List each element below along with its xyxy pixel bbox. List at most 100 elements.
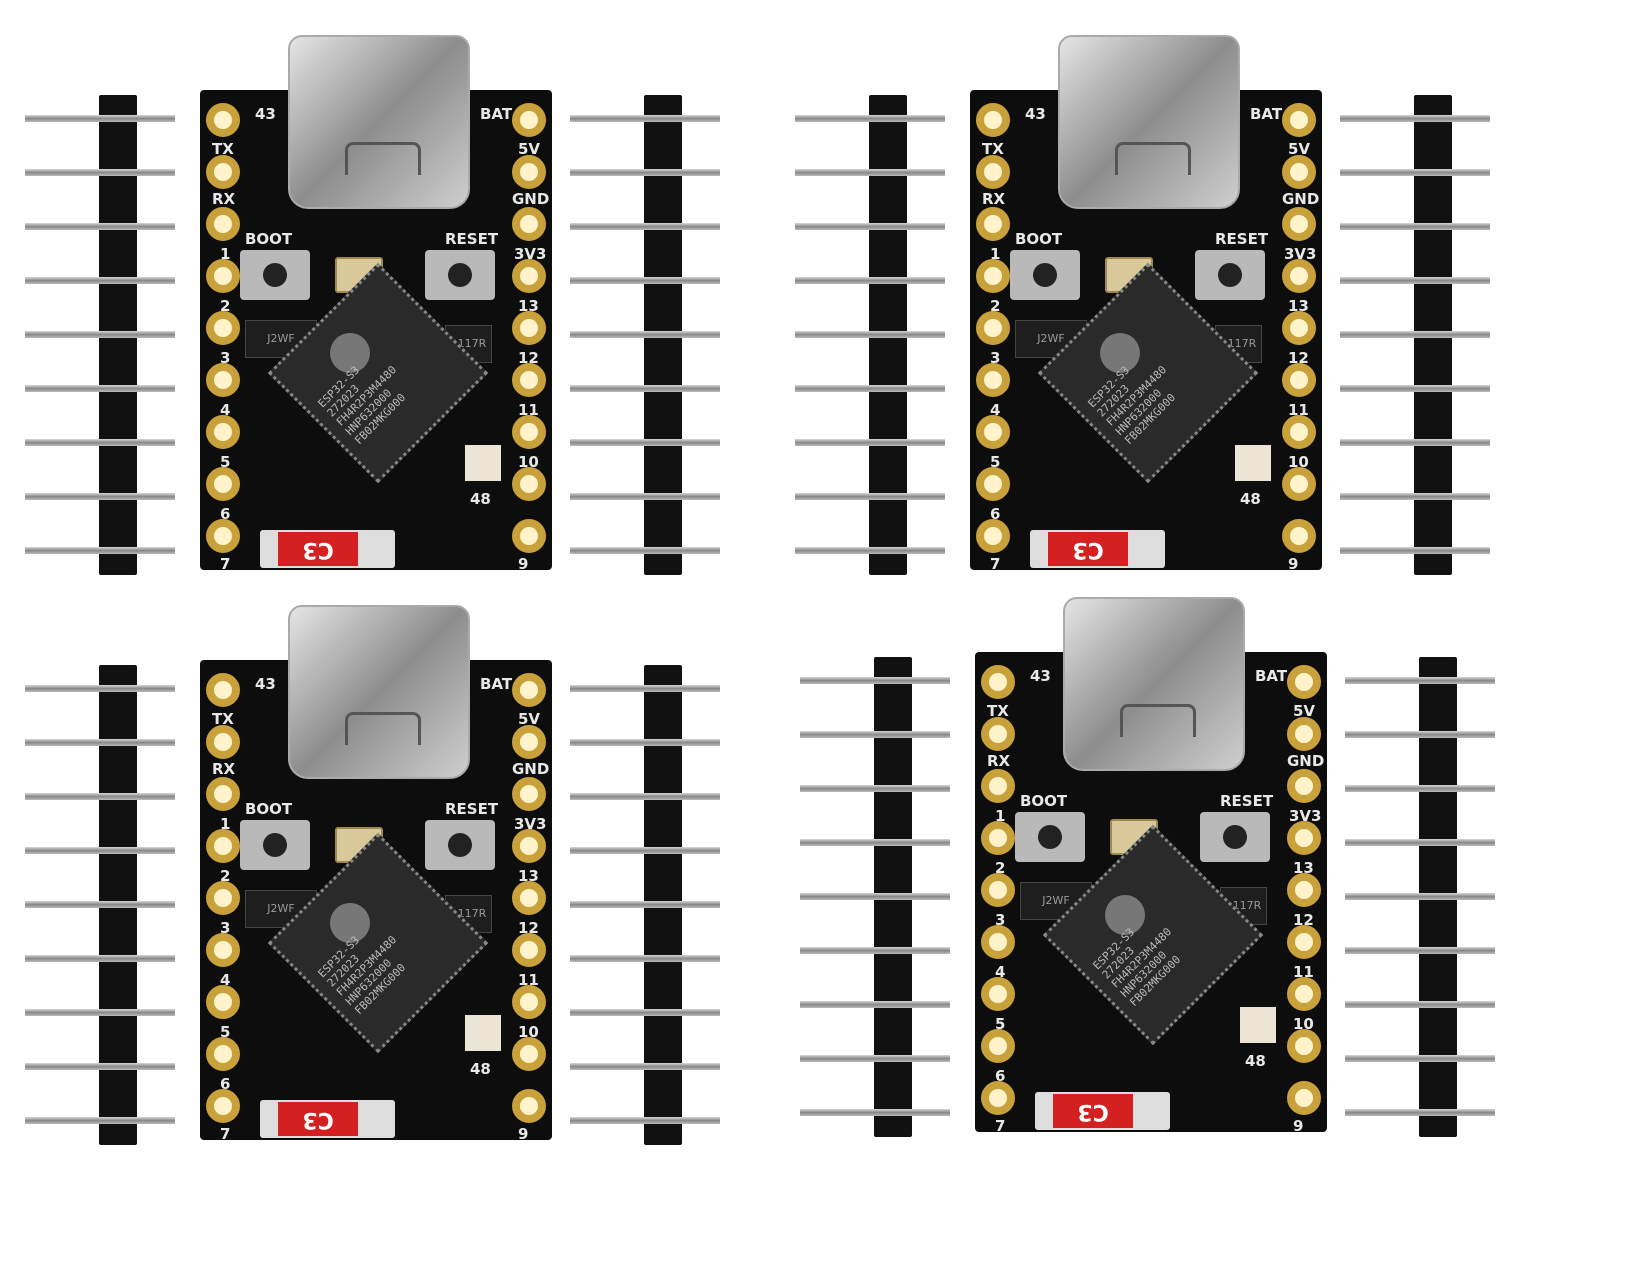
header-pin [570,1063,720,1070]
pin-label-left: 1 [220,815,231,833]
pin-header [570,95,720,575]
pad [512,933,546,967]
pin-label-left: BOOT [245,230,293,248]
header-pin [25,1009,175,1016]
header-pin [25,1117,175,1124]
pin-label-left: TX [212,710,234,728]
pin-label-left: 43 [255,675,276,693]
pad [206,155,240,189]
pin-label-right: 9 [1293,1117,1304,1135]
pin-label-left: 6 [995,1067,1006,1085]
header-pin [25,385,175,392]
pin-label-left: 4 [220,971,231,989]
pin-label-left: 2 [990,297,1001,315]
pin-label-left: RX [212,190,236,208]
pin-label-right: BAT [1255,667,1288,685]
pin-label-right: 3V3 [514,245,547,263]
pad [1282,415,1316,449]
header-pin [795,115,945,122]
antenna-label: C3 [1048,532,1128,566]
pin-label-left: 2 [995,859,1006,877]
header-pin [1340,547,1490,554]
pin-header [25,665,175,1145]
antenna: C3 [260,530,395,568]
pin-label-right: 11 [1293,963,1314,981]
pin-label-right: 9 [518,555,529,573]
pin-label-left: 3 [990,349,1001,367]
header-pin [570,223,720,230]
pin-label-left: RX [212,760,236,778]
header-pin [25,739,175,746]
espressif-logo-icon [330,333,370,373]
pad [976,155,1010,189]
pin-label-right: 10 [518,453,539,471]
pad [206,881,240,915]
header-pin [570,793,720,800]
pin-label-right: 12 [518,919,539,937]
pin-label-right: 48 [470,1060,491,1078]
header-pin [795,277,945,284]
header-pin [1340,385,1490,392]
header-pin [25,685,175,692]
pin-label-left: 2 [220,867,231,885]
pin-label-left: 43 [1030,667,1051,685]
pad [512,881,546,915]
pin-label-right: BAT [1250,105,1283,123]
pad [512,777,546,811]
pin-header [1340,95,1490,575]
usb-c-connector [288,605,470,779]
pin-label-right: RESET [1220,792,1274,810]
header-pin [25,547,175,554]
pin-label-right: 5V [518,710,541,728]
pad [981,873,1015,907]
header-pin [800,839,950,846]
pin-label-right: 3V3 [514,815,547,833]
pin-label-left: 5 [220,1023,231,1041]
header-pin [795,439,945,446]
pin-label-right: 12 [1288,349,1309,367]
pin-label-right: 11 [1288,401,1309,419]
pad [976,311,1010,345]
pin-label-left: RX [987,752,1011,770]
pad [976,103,1010,137]
header-pin [570,547,720,554]
pad [981,977,1015,1011]
pad [981,821,1015,855]
pin-label-left: 7 [220,555,231,573]
header-pin [795,547,945,554]
pad [206,415,240,449]
pin-label-right: 9 [518,1125,529,1143]
pin-label-right: 3V3 [1289,807,1322,825]
pin-label-right: 11 [518,971,539,989]
pad [1282,259,1316,293]
pad [981,717,1015,751]
header-pin [570,901,720,908]
antenna: C3 [1030,530,1165,568]
pad [512,985,546,1019]
header-pin [570,277,720,284]
pad [512,259,546,293]
pin-label-right: GND [1287,752,1325,770]
pin-label-left: 7 [995,1117,1006,1135]
antenna-label: C3 [278,1102,358,1136]
pin-header [25,95,175,575]
pad [206,1089,240,1123]
pad [206,311,240,345]
pin-label-right: 13 [518,297,539,315]
header-pin [25,955,175,962]
espressif-logo-icon [1100,333,1140,373]
espressif-logo-icon [1105,895,1145,935]
espressif-logo-icon [330,903,370,943]
pad [206,103,240,137]
header-pin [570,1009,720,1016]
pad [206,829,240,863]
header-pin [1340,277,1490,284]
pad [206,519,240,553]
pad [981,769,1015,803]
header-pin [1340,169,1490,176]
pad [512,725,546,759]
header-pin [800,731,950,738]
